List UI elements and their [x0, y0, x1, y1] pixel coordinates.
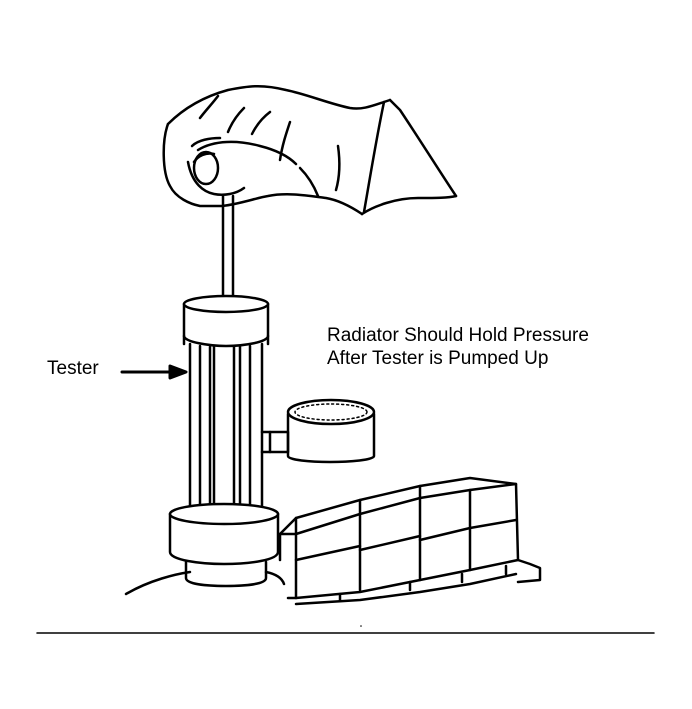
pressure-gauge [260, 398, 376, 464]
pressure-note: Radiator Should Hold Pressure After Test… [327, 324, 589, 370]
tester-arrow [120, 364, 188, 380]
pressure-note-line-1: Radiator Should Hold Pressure [327, 325, 589, 346]
tester-cylinder [188, 342, 264, 512]
tester-label: Tester [47, 358, 99, 379]
radiator-block [124, 476, 542, 606]
pump-rod [221, 194, 235, 300]
hand-glove [162, 85, 458, 216]
pressure-note-line-2: After Tester is Pumped Up [327, 348, 549, 369]
tester-top-cap [182, 294, 270, 348]
stray-dot [360, 625, 362, 627]
tester-bottom-collar [168, 502, 280, 588]
